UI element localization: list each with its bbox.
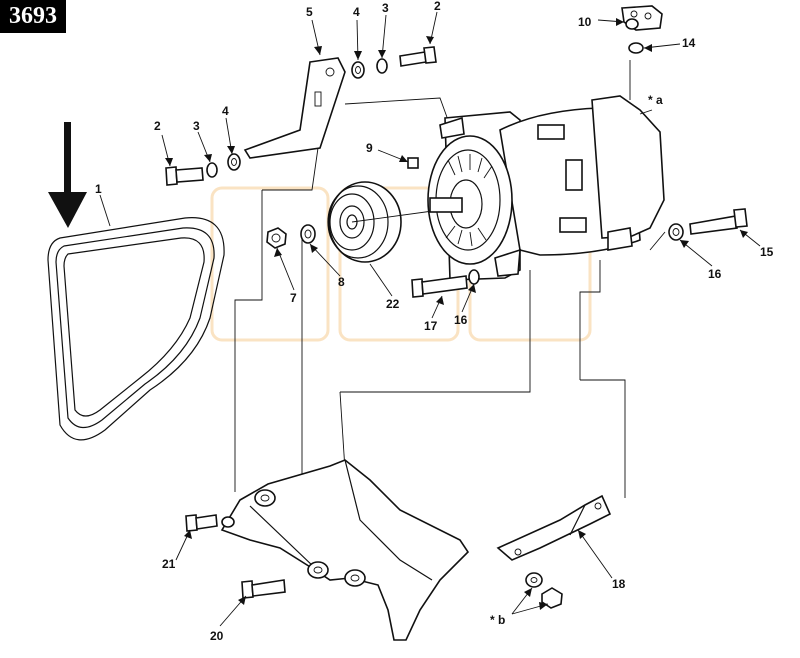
callout-b: * b: [490, 613, 505, 627]
callout-3-top: 3: [382, 1, 389, 15]
left-hardware: [165, 153, 241, 186]
bracket-bolts: [185, 514, 286, 599]
upper-adjusting-bracket: [243, 57, 346, 159]
strap-nut-and-washer: [525, 572, 563, 609]
callout-16-lower: 16: [454, 313, 468, 327]
callout-15: 15: [760, 245, 774, 259]
callout-4-left: 4: [222, 104, 229, 118]
callout-16-right: 16: [708, 267, 722, 281]
callout-a: * a: [648, 93, 663, 107]
callout-2-top: 2: [434, 0, 441, 13]
callout-7: 7: [290, 291, 297, 305]
callout-5: 5: [306, 5, 313, 19]
drive-belt: [47, 217, 225, 441]
callout-3-left: 3: [193, 119, 200, 133]
lower-mounting-bolt: [411, 269, 480, 298]
callout-9: 9: [366, 141, 373, 155]
alternator-pulley: [327, 181, 441, 263]
callout-8: 8: [338, 275, 345, 289]
callout-4-top: 4: [353, 5, 360, 19]
down-arrow-icon: [48, 122, 87, 228]
callout-18: 18: [612, 577, 626, 591]
callout-labels: 1 2 2 3 3 4 4 5 7 8 9 10 14 15 16 16 17 …: [95, 0, 774, 643]
upper-hardware: [351, 46, 437, 79]
alternator: [427, 95, 665, 281]
callout-17: 17: [424, 319, 438, 333]
callout-14: 14: [682, 36, 696, 50]
pulley-nut-and-washer: [266, 224, 316, 249]
callout-10: 10: [578, 15, 592, 29]
right-mounting-bolt: [668, 208, 748, 241]
terminal-hardware: [621, 5, 663, 54]
adjusting-strap: [496, 494, 612, 561]
terminal-screw: [407, 157, 419, 169]
assembly-lines: [234, 60, 666, 498]
callout-2-left: 2: [154, 119, 161, 133]
callout-20: 20: [210, 629, 224, 643]
lower-mounting-bracket: [220, 459, 470, 641]
callout-1: 1: [95, 182, 102, 196]
callout-21: 21: [162, 557, 176, 571]
figure-number-badge: 3693: [0, 0, 66, 33]
leader-arrowheads: [165, 18, 748, 610]
callout-22: 22: [386, 297, 400, 311]
